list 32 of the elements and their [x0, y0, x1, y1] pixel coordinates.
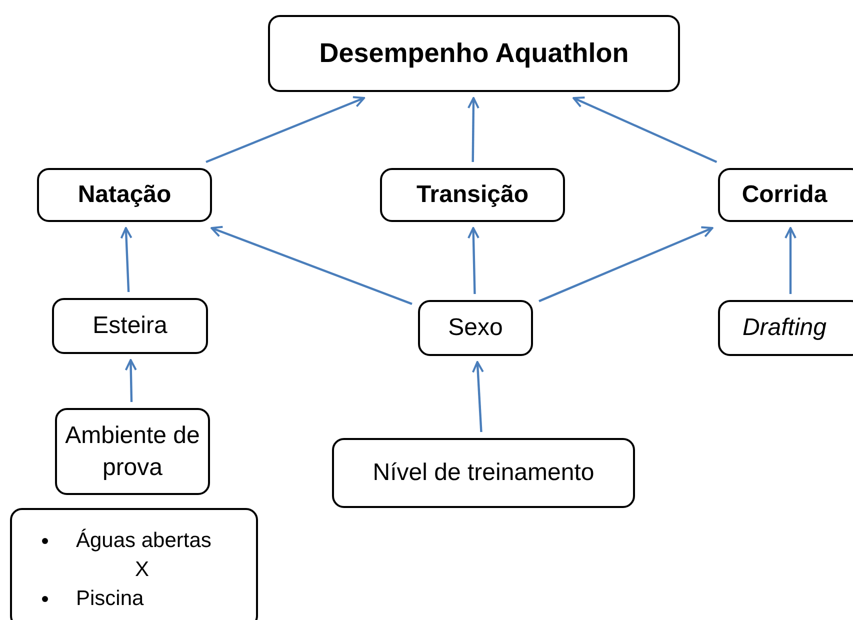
arrow: [210, 226, 412, 305]
arrow: [467, 97, 480, 162]
factor-box: [55, 408, 210, 495]
list-item: Águas abertas: [76, 528, 212, 554]
list-box: [10, 508, 258, 620]
arrow: [784, 227, 796, 294]
factor-box: [52, 298, 208, 354]
title-box: [268, 15, 680, 92]
node-label: Natação: [78, 180, 172, 210]
node-label: Transição: [416, 180, 529, 210]
arrow: [538, 226, 714, 302]
node-label: Drafting: [742, 313, 828, 343]
arrow: [124, 359, 137, 402]
factor-box: [418, 300, 533, 356]
category-box: [718, 168, 853, 222]
arrow: [120, 227, 132, 292]
node-label: Nível de treinamento: [372, 458, 594, 488]
list-item: Piscina: [76, 586, 144, 612]
list-item: X: [135, 557, 150, 583]
category-box: [380, 168, 565, 222]
arrow: [572, 96, 718, 163]
arrow: [467, 227, 480, 294]
category-box: [37, 168, 212, 222]
node-label: Ambiente de prova: [64, 420, 201, 482]
factor-box: [718, 300, 853, 356]
arrow: [206, 96, 366, 164]
node-label: Desempenho Aquathlon: [319, 37, 629, 70]
node-label: Corrida: [742, 180, 828, 210]
factor-box: [332, 438, 635, 508]
node-label: Esteira: [92, 311, 168, 341]
node-label: Sexo: [448, 313, 503, 343]
arrow: [472, 361, 484, 432]
